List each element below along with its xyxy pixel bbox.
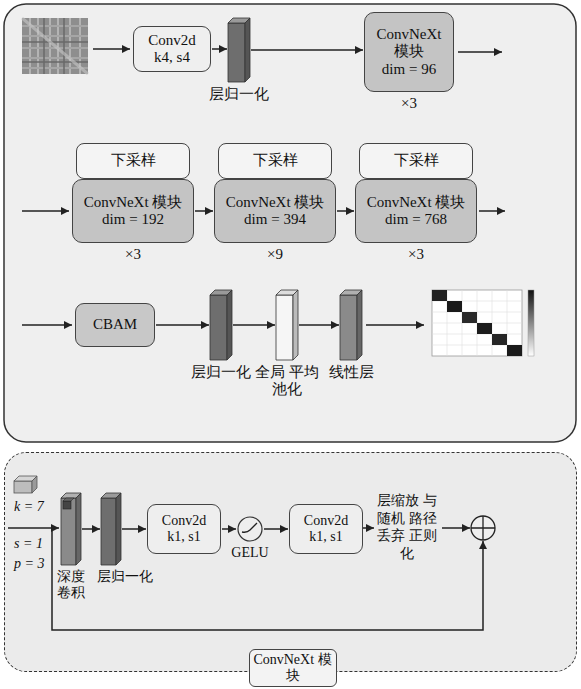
slab-front [210,295,227,360]
downsample-box: 下采样 [76,143,190,179]
flow-arrow [299,324,339,326]
box-text: Conv2d [162,513,206,529]
box-text: dim = 96 [382,61,436,78]
kernel-mark [63,501,71,509]
layer-label: 层归一化 [204,86,274,103]
norm-layer: 层归一化 [101,493,121,565]
convnext-box: ConvNeXt 模块dim = 394 [214,179,336,243]
repeat-count: ×3 [389,95,429,112]
kernel-param: s = 1 [14,536,50,552]
add-symbol [471,516,495,540]
box-text: Conv2d [148,32,196,49]
gelu-curve [242,523,257,532]
layer-slab [101,493,121,565]
repeat-count: ×3 [396,246,436,263]
slab-side [293,290,298,360]
module-title: ConvNeXt 模块 [249,649,337,687]
note-text: 层缩放 与随机 路径丢弃 正则化 [376,492,438,562]
repeat-count: ×3 [113,246,153,263]
layer-slab [210,290,232,360]
flow-arrow [156,324,209,326]
gelu-symbol [237,516,263,542]
input-cube [14,476,37,493]
conv-box: Conv2dk4, s4 [133,26,211,72]
layer-label: 层归一化 [97,569,167,585]
box-text: Conv2d [304,513,348,529]
gelu-circle-outline [238,517,262,541]
layer-slab [61,493,81,565]
box-text: CBAM [93,316,137,333]
layer-slab [340,290,362,360]
downsample-box: 下采样 [218,143,332,179]
layer-slab [228,18,250,82]
input-image [22,18,88,74]
activation-label: GELU [225,545,275,561]
slab-front [276,295,293,360]
depthwise-conv: 深度 卷积 [61,493,81,565]
kernel-top [63,498,74,501]
layer-slab [276,290,298,360]
flow-arrow [222,528,236,530]
kernel-param: k = 7 [14,499,50,515]
layout-arrows [8,49,505,630]
gelu-circle: GELU [237,516,263,542]
slab-side [245,18,250,82]
flow-arrow [251,49,363,51]
flow-arrow [233,324,275,326]
box-text: dim = 768 [385,211,447,228]
flow-arrow [122,528,146,530]
box-text: ConvNeXt 模块 [367,194,466,211]
box-text: ConvNeXt 模块 [369,26,449,61]
slab-front [340,295,357,360]
convnext-box: ConvNeXt 模块dim = 192 [72,179,194,243]
layer-label: 深度 卷积 [54,569,88,601]
layer-label: 层归一化 [186,364,256,381]
flow-arrow [195,210,213,212]
box-text: 下采样 [394,152,439,169]
slab-side [357,290,362,360]
norm-layer: 层归一化 [210,290,232,360]
module-panel: ConvNeXt 模块深度 卷积层归一化Conv2dk1, s1GELUConv… [4,452,577,672]
box-text: k1, s1 [309,529,342,545]
linear-layer: 线性层 [340,290,362,360]
flow-arrow [264,528,288,530]
box-text: ConvNeXt 模块 [226,194,325,211]
box-text: ConvNeXt 模块 [84,194,183,211]
slab-front [61,498,76,565]
repeat-count: ×9 [255,246,295,263]
network-panel [4,4,576,442]
downsample-box: 下采样 [359,143,473,179]
box-text: dim = 192 [102,211,164,228]
flow-arrow [337,210,354,212]
module-panel-fill [4,452,577,672]
slab-front [101,498,116,565]
confusion-matrix [432,290,534,356]
norm-layer: 层归一化 [228,18,250,82]
layer-label: 线性层 [316,364,386,381]
conv-box: Conv2dk1, s1 [147,504,221,554]
flow-arrow [212,48,227,50]
slab-front [228,23,245,82]
flow-arrow [82,528,100,530]
pool-layer: 全局 平均池化 [276,290,298,360]
cbam-box: CBAM [75,303,155,347]
box-text: dim = 394 [244,211,306,228]
box-text: 下采样 [111,152,156,169]
kernel-param: p = 3 [14,556,50,572]
box-text: k4, s4 [154,49,190,66]
convnext-box: ConvNeXt 模块dim = 768 [355,179,477,243]
slab-side [116,493,121,565]
conv-box: Conv2dk1, s1 [289,504,363,554]
slab-side [76,493,81,565]
slab-side [227,290,232,360]
box-text: 下采样 [253,152,298,169]
convnext-box: ConvNeXt 模块dim = 96 [364,12,454,92]
layer-label: 全局 平均池化 [252,364,322,399]
box-text: k1, s1 [167,529,200,545]
